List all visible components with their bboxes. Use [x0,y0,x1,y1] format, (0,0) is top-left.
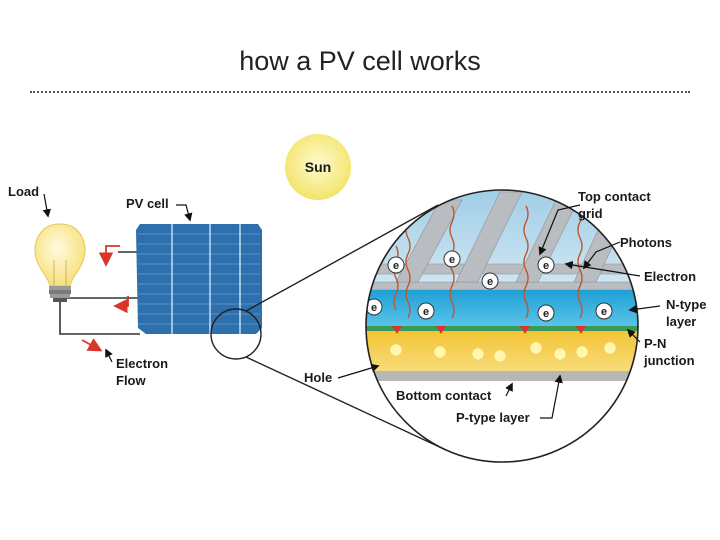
zoom-connector-lines [245,204,447,451]
zoom-source-circle [210,308,262,360]
sun-label: Sun [305,159,331,175]
pn-junction-label-line2: junction [643,353,695,368]
load-label: Load [8,184,39,199]
ntype-label-line2: layer [666,314,696,329]
top-contact-label-line2: grid [578,206,603,221]
electron-glyph: e [423,306,429,318]
pv-cell-label: PV cell [126,196,169,211]
electron-flow-label-line2: Flow [116,373,146,388]
electron-glyph: e [543,260,549,272]
zoom-circle-outline [365,189,639,463]
electron-glyph: e [371,302,377,314]
cell-cross-section: e e e e e e e e [366,190,638,462]
pn-junction-label-line1: P-N [644,336,666,351]
electron-glyph: e [601,306,607,318]
hole-label: Hole [304,370,332,385]
ptype-label: P-type layer [456,410,530,425]
bottom-contact-label: Bottom contact [396,388,492,403]
light-bulb-icon [34,223,86,302]
leader-lines [42,193,661,419]
pv-panel [136,224,262,334]
title-divider [30,91,690,93]
electron-glyph: e [449,254,455,266]
electron-glyph: e [487,276,493,288]
photons-label: Photons [620,235,672,250]
top-contact-label-line1: Top contact [578,189,651,204]
electron-glyph: e [543,308,549,320]
electron-flow-label-line1: Electron [116,356,168,371]
current-arrows [81,245,129,352]
page-title: how a PV cell works [239,46,481,76]
electron-label: Electron [644,269,696,284]
sun: Sun [285,134,351,200]
electron-glyph: e [393,260,399,272]
ntype-label-line1: N-type [666,297,706,312]
